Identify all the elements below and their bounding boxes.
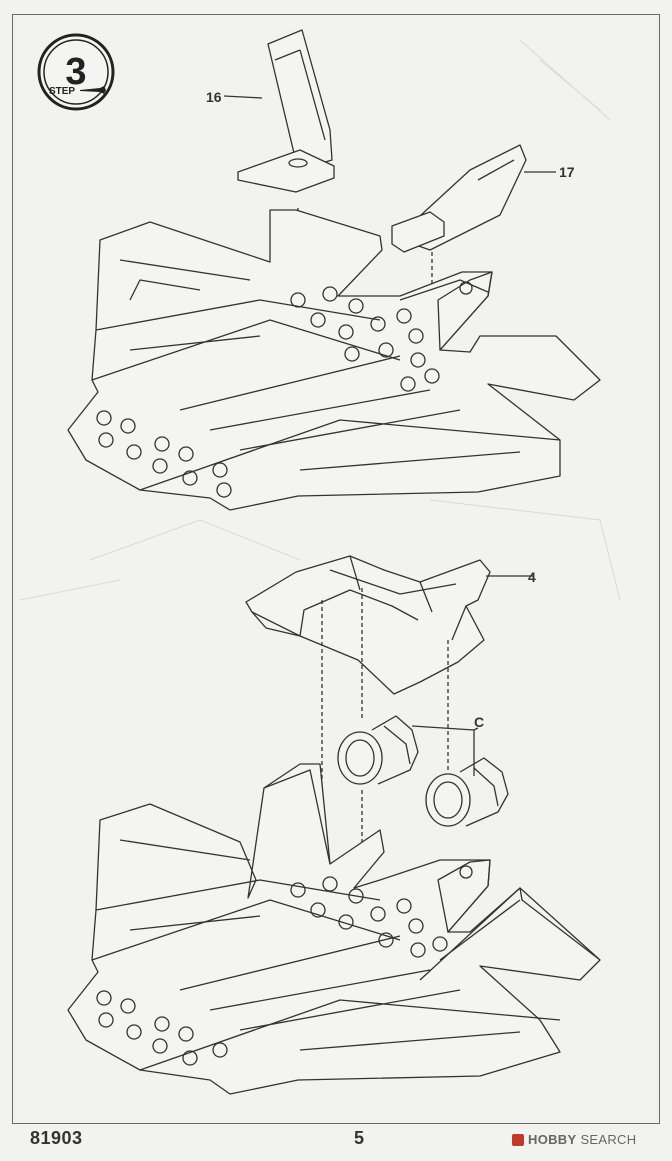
part-label-17: 17 [559,164,575,180]
upper-airframe [67,209,601,511]
part-label-4: 4 [528,569,536,585]
watermark-text-a: HOBBY [528,1132,577,1147]
step-label: STEP [49,86,75,97]
part-c-nozzles [337,715,509,827]
part-label-16: 16 [206,89,222,105]
watermark-logo-icon [512,1133,524,1146]
middle-guide-lines [321,588,449,910]
watermark: HOBBY SEARCH [512,1132,636,1147]
part-label-c: C [474,714,485,730]
watermark-text-b: SEARCH [580,1132,637,1147]
step-number: 3 [65,51,86,93]
product-code: 81903 [30,1128,83,1148]
ghost-lines [19,39,621,601]
part-16-fin [223,29,335,193]
part-4-section [245,555,534,695]
page-frame [12,14,660,1124]
page-number: 5 [354,1128,365,1148]
lower-airframe [67,763,601,1095]
jet-icon [80,86,106,94]
part-17-fin [391,144,556,253]
